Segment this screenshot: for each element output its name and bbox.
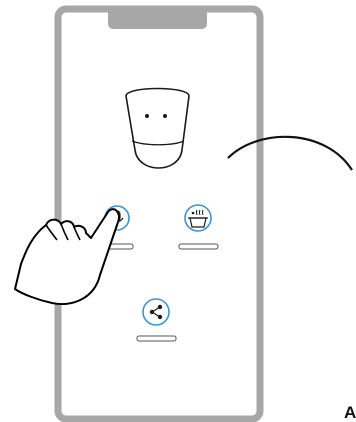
share-button-label-bar bbox=[137, 336, 176, 341]
curved-arrow-line bbox=[228, 137, 352, 170]
device-eye-right bbox=[163, 114, 167, 118]
device-eye-left bbox=[145, 114, 149, 118]
tapping-hand-icon bbox=[15, 209, 119, 304]
figure-label: A bbox=[344, 403, 356, 422]
phone-notch bbox=[108, 9, 207, 29]
share-button[interactable] bbox=[137, 299, 176, 341]
bowl-button[interactable] bbox=[179, 205, 218, 249]
smart-speaker-icon bbox=[126, 89, 189, 169]
phone-frame bbox=[58, 9, 260, 419]
bowl-button-label-bar bbox=[179, 244, 218, 249]
